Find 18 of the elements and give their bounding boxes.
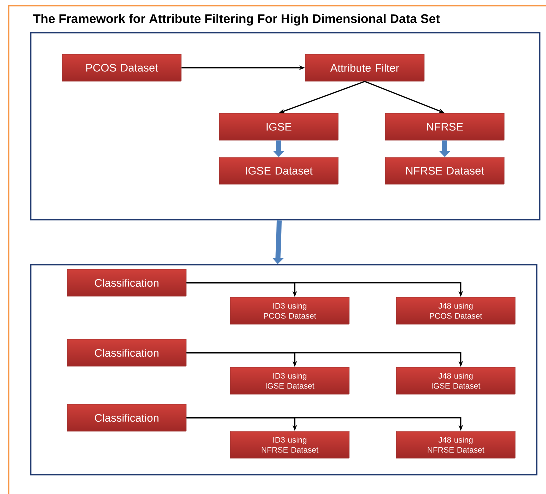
process-box: Classification: [67, 269, 187, 297]
process-box: NFRSE Dataset: [385, 157, 505, 185]
process-box: Attribute Filter: [305, 54, 425, 82]
process-box: ID3 using PCOS Dataset: [230, 297, 350, 325]
title: The Framework for Attribute Filtering For High Dimensional Data Set: [33, 14, 440, 26]
process-box: ID3 using NFRSE Dataset: [230, 431, 350, 459]
process-box: Classification: [67, 404, 187, 432]
process-box: IGSE Dataset: [219, 157, 339, 185]
process-box: NFRSE: [385, 113, 505, 141]
process-box: J48 using PCOS Dataset: [396, 297, 516, 325]
panel: [30, 32, 541, 221]
process-box: PCOS Dataset: [62, 54, 182, 82]
process-box: Classification: [67, 339, 187, 367]
process-box: J48 using NFRSE Dataset: [396, 431, 516, 459]
panel: [30, 264, 538, 476]
process-box: ID3 using IGSE Dataset: [230, 367, 350, 395]
process-box: IGSE: [219, 113, 339, 141]
process-box: J48 using IGSE Dataset: [396, 367, 516, 395]
